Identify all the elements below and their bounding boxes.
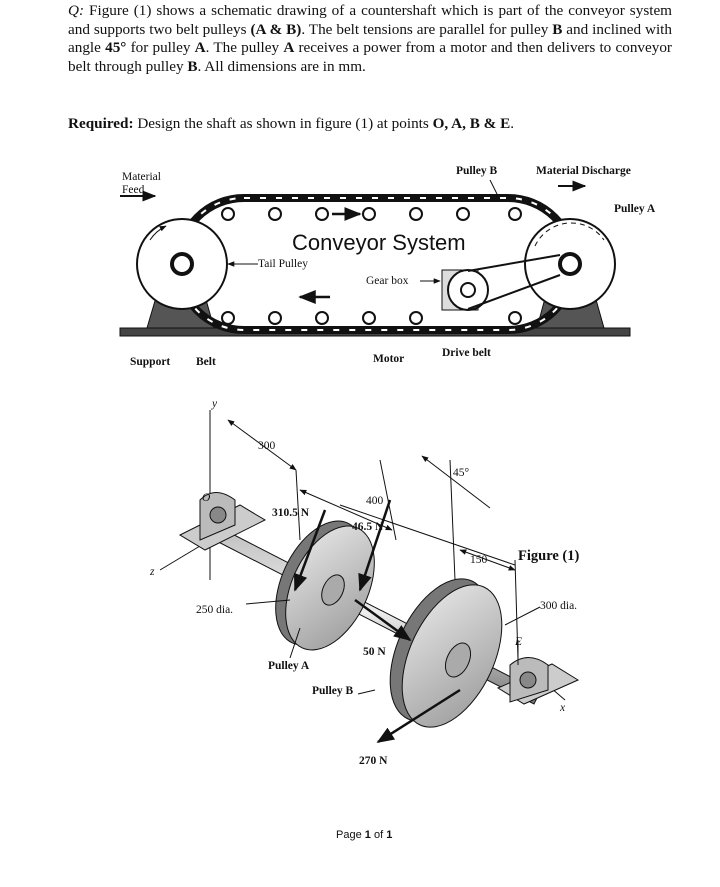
- force-310-label: 310.5 N: [272, 507, 310, 519]
- x-axis-label: x: [560, 702, 566, 714]
- feed-label: Feed: [122, 184, 145, 196]
- gear-box-label: Gear box: [366, 275, 409, 287]
- dim-400-label: 400: [366, 495, 384, 507]
- tail-pulley-label: Tail Pulley: [258, 258, 308, 270]
- dia-250-label: 250 dia.: [196, 604, 234, 616]
- pulley-b-shaft-label: Pulley B: [312, 685, 354, 697]
- pulley-a-label: Pulley A: [614, 203, 656, 215]
- motor-label: Motor: [373, 353, 405, 365]
- q-pulley-a2: A: [283, 39, 295, 57]
- required-body: Design the shaft as shown in figure (1) …: [133, 115, 433, 132]
- dia-300-label: 300 dia.: [540, 600, 578, 612]
- pulley-b-shape: [389, 578, 503, 728]
- pulley-b-label: Pulley B: [456, 165, 498, 177]
- figure-caption: Figure (1): [518, 548, 580, 564]
- dim-400-line: [299, 489, 393, 531]
- q-text-4: for pulley: [126, 39, 195, 57]
- required-end: .: [510, 115, 515, 132]
- dim-150-line: [459, 549, 516, 571]
- dim-300-label: 300: [258, 440, 276, 452]
- q-text-7: . All dimensions are in mm.: [197, 57, 366, 75]
- required-text: Required: Design the shaft as shown in f…: [68, 115, 672, 133]
- page-current: 1: [364, 829, 371, 841]
- q-text-5: . The pulley: [205, 39, 284, 57]
- force-46-arrow: [358, 499, 392, 592]
- material-discharge-label: Material Discharge: [536, 165, 631, 177]
- q-text-6: receives a power from a motor and then d…: [68, 39, 672, 75]
- q-pulley-b: B: [552, 20, 563, 38]
- force-50-arrow: [354, 598, 412, 642]
- point-e-label: E: [515, 636, 523, 648]
- dim-150-label: 150: [470, 554, 488, 566]
- bearing-e: [496, 657, 580, 705]
- dim-45-line: [421, 455, 491, 509]
- angle-45-label: 45°: [453, 467, 470, 479]
- conveyor-title: Conveyor System: [292, 230, 466, 255]
- y-axis-label: y: [212, 398, 218, 410]
- page-total: 1: [386, 829, 393, 841]
- q-text-2: . The belt tensions are parallel for pul…: [301, 20, 553, 38]
- force-270-label: 270 N: [359, 755, 388, 767]
- point-o-label: O: [202, 492, 211, 504]
- q-pulley-b2: B: [187, 57, 198, 75]
- page-number: Page 1 of 1: [336, 829, 392, 841]
- q-pulleys: (A & B): [250, 20, 302, 38]
- idler-rollers: [221, 207, 522, 325]
- belt-label: Belt: [196, 356, 216, 368]
- q-text-1: Figure (1) shows a schematic drawing of …: [68, 2, 672, 38]
- shaft-diagram: [159, 410, 580, 744]
- drive-belt-label: Drive belt: [442, 347, 491, 359]
- question-text: Q: Figure (1) shows a schematic drawing …: [68, 2, 672, 76]
- page-of: of: [373, 829, 384, 841]
- force-310-arrow: [293, 509, 327, 592]
- conveyor-diagram: [119, 179, 631, 337]
- force-46-label: 46.5 N: [352, 521, 384, 533]
- q-angle: 45°: [105, 39, 127, 57]
- z-axis-label: z: [150, 566, 155, 578]
- dim-300-line: [227, 419, 297, 471]
- force-50-label: 50 N: [363, 646, 386, 658]
- required-points: O, A, B & E: [432, 115, 511, 132]
- material-label: Material: [122, 171, 161, 183]
- question-label: Q:: [68, 2, 85, 19]
- force-270-arrow: [376, 688, 461, 744]
- q-text-3: and inclined with angle: [68, 20, 672, 57]
- pulley-a-shaft-label: Pulley A: [268, 660, 310, 672]
- required-label: Required:: [68, 115, 134, 132]
- bearing-o: [178, 492, 267, 551]
- support-label: Support: [130, 356, 171, 368]
- page-label: Page: [336, 829, 362, 841]
- drive-belt: [467, 254, 561, 272]
- q-pulley-a: A: [194, 39, 206, 57]
